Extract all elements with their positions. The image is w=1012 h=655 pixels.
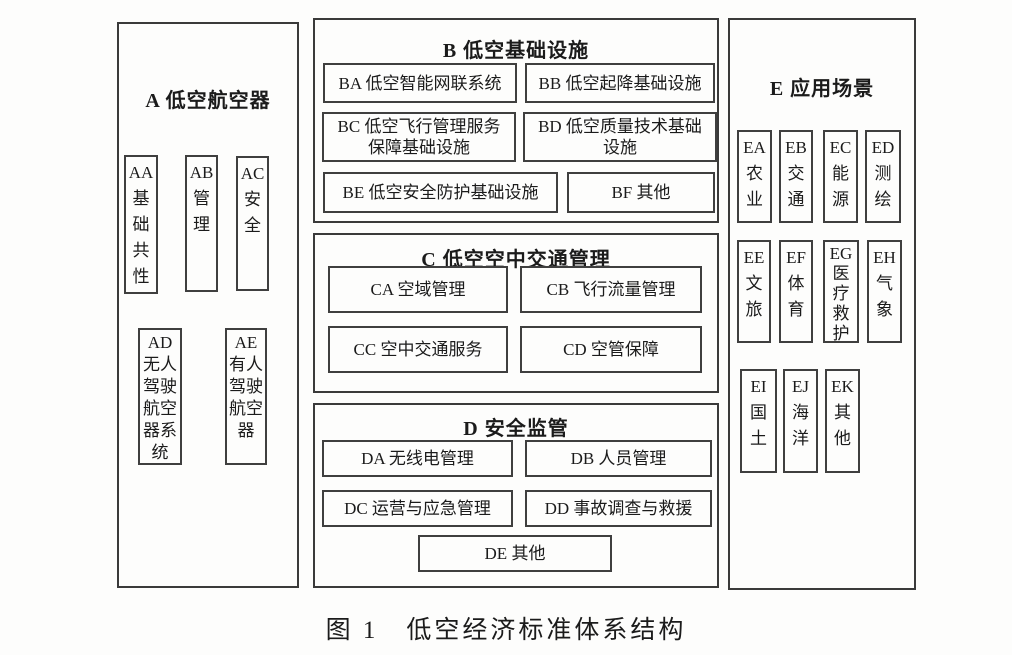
figure-caption: 图 1 低空经济标准体系结构 (325, 617, 687, 644)
panel-d-title: D 安全监管 (463, 418, 569, 440)
node-be-security-protection-infrastructure: BE 低空安全防护基础设施 (323, 172, 558, 213)
node-dc-operation-emergency-management: DC 运营与应急管理 (322, 490, 513, 527)
node-ba-intelligent-network-system: BA 低空智能网联系统 (323, 63, 517, 103)
node-cd-atc-support: CD 空管保障 (520, 326, 702, 373)
panel-e-application-scenarios: E 应用场景 EA 农 业 EB 交 通 EC 能 源 ED 测 绘 EE 文 … (728, 18, 916, 590)
panel-d-safety-supervision: D 安全监管 DA 无线电管理 DB 人员管理 DC 运营与应急管理 DD 事故… (313, 403, 719, 588)
node-db-personnel-management: DB 人员管理 (525, 440, 712, 477)
node-de-other: DE 其他 (418, 535, 612, 572)
node-ca-airspace-management: CA 空域管理 (328, 266, 508, 313)
node-bb-takeoff-landing-infrastructure: BB 低空起降基础设施 (525, 63, 715, 103)
node-eg-medical-rescue: EG 医 疗 救 护 (823, 240, 859, 343)
node-ad-unmanned-aircraft-system: AD 无人 驾驶 航空 器系 统 (138, 328, 182, 465)
node-ef-sports: EF 体 育 (779, 240, 813, 343)
node-ea-agriculture: EA 农 业 (737, 130, 772, 223)
node-eh-meteorology: EH 气 象 (867, 240, 902, 343)
panel-c-air-traffic-management: C 低空空中交通管理 CA 空域管理 CB 飞行流量管理 CC 空中交通服务 C… (313, 233, 719, 393)
node-ek-other: EK 其 他 (825, 369, 860, 473)
node-ab-management: AB 管 理 (185, 155, 218, 292)
panel-b-title: B 低空基础设施 (442, 40, 590, 62)
node-cb-flight-flow-management: CB 飞行流量管理 (520, 266, 702, 313)
node-ej-ocean: EJ 海 洋 (783, 369, 818, 473)
node-ae-manned-aircraft: AE 有人 驾驶 航空 器 (225, 328, 267, 465)
node-eb-transportation: EB 交 通 (779, 130, 813, 223)
node-ee-culture-tourism: EE 文 旅 (737, 240, 771, 343)
panel-a-title: A 低空航空器 (145, 90, 271, 112)
node-ed-surveying-mapping: ED 测 绘 (865, 130, 901, 223)
node-ac-safety: AC 安 全 (236, 156, 269, 291)
node-aa-basic-commonality: AA 基 础 共 性 (124, 155, 158, 294)
node-ei-land: EI 国 土 (740, 369, 777, 473)
panel-c-title: C 低空空中交通管理 (421, 249, 611, 271)
node-da-radio-management: DA 无线电管理 (322, 440, 513, 477)
panel-e-title: E 应用场景 (769, 78, 875, 100)
node-bf-other: BF 其他 (567, 172, 715, 213)
panel-a-aircraft: A 低空航空器 AA 基 础 共 性 AB 管 理 AC 安 全 AD 无人 驾… (117, 22, 299, 588)
node-ec-energy: EC 能 源 (823, 130, 858, 223)
node-bd-quality-technology-infrastructure: BD 低空质量技术基础 设施 (523, 112, 717, 162)
node-cc-air-traffic-service: CC 空中交通服务 (328, 326, 508, 373)
node-bc-flight-management-service-infrastructure: BC 低空飞行管理服务 保障基础设施 (322, 112, 516, 162)
panel-b-infrastructure: B 低空基础设施 BA 低空智能网联系统 BB 低空起降基础设施 BC 低空飞行… (313, 18, 719, 223)
node-dd-accident-investigation-rescue: DD 事故调查与救援 (525, 490, 712, 527)
